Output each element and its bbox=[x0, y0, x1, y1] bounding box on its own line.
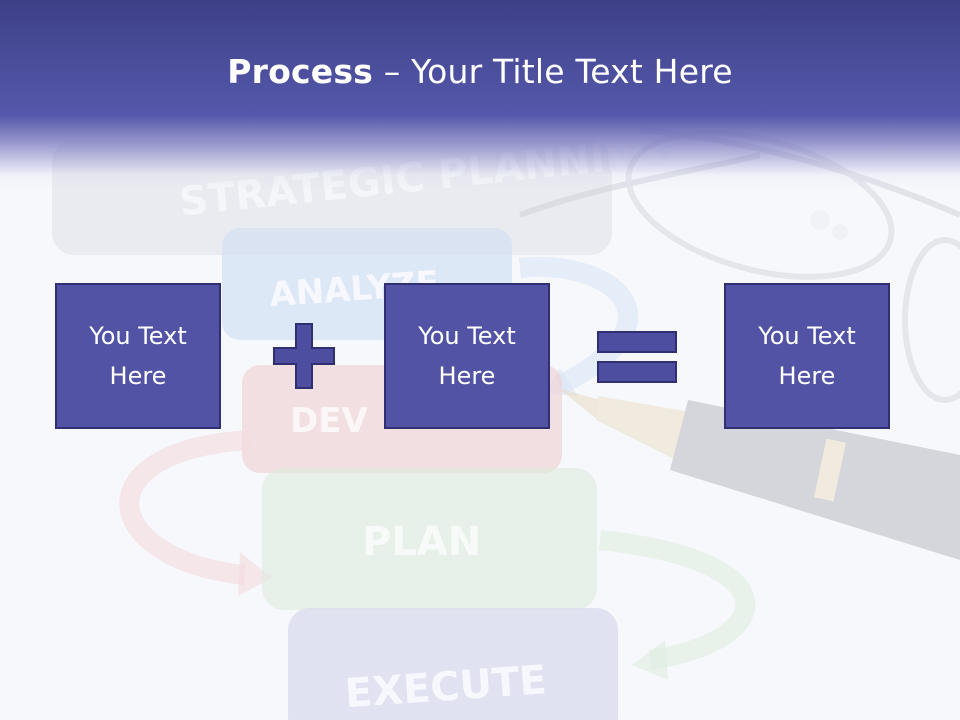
process-box-1-text: You Text Here bbox=[89, 322, 187, 390]
process-box-2-text: You Text Here bbox=[418, 322, 516, 390]
plus-icon bbox=[273, 323, 335, 389]
title-banner bbox=[0, 0, 960, 190]
equals-icon bbox=[597, 331, 677, 383]
slide-title[interactable]: Process – Your Title Text Here bbox=[0, 52, 960, 91]
process-box-2[interactable]: You Text Here bbox=[384, 283, 550, 429]
title-bold: Process bbox=[227, 52, 374, 91]
process-box-3[interactable]: You Text Here bbox=[724, 283, 890, 429]
title-rest: – Your Title Text Here bbox=[373, 52, 733, 91]
process-box-1[interactable]: You Text Here bbox=[55, 283, 221, 429]
process-box-3-text: You Text Here bbox=[758, 322, 856, 390]
